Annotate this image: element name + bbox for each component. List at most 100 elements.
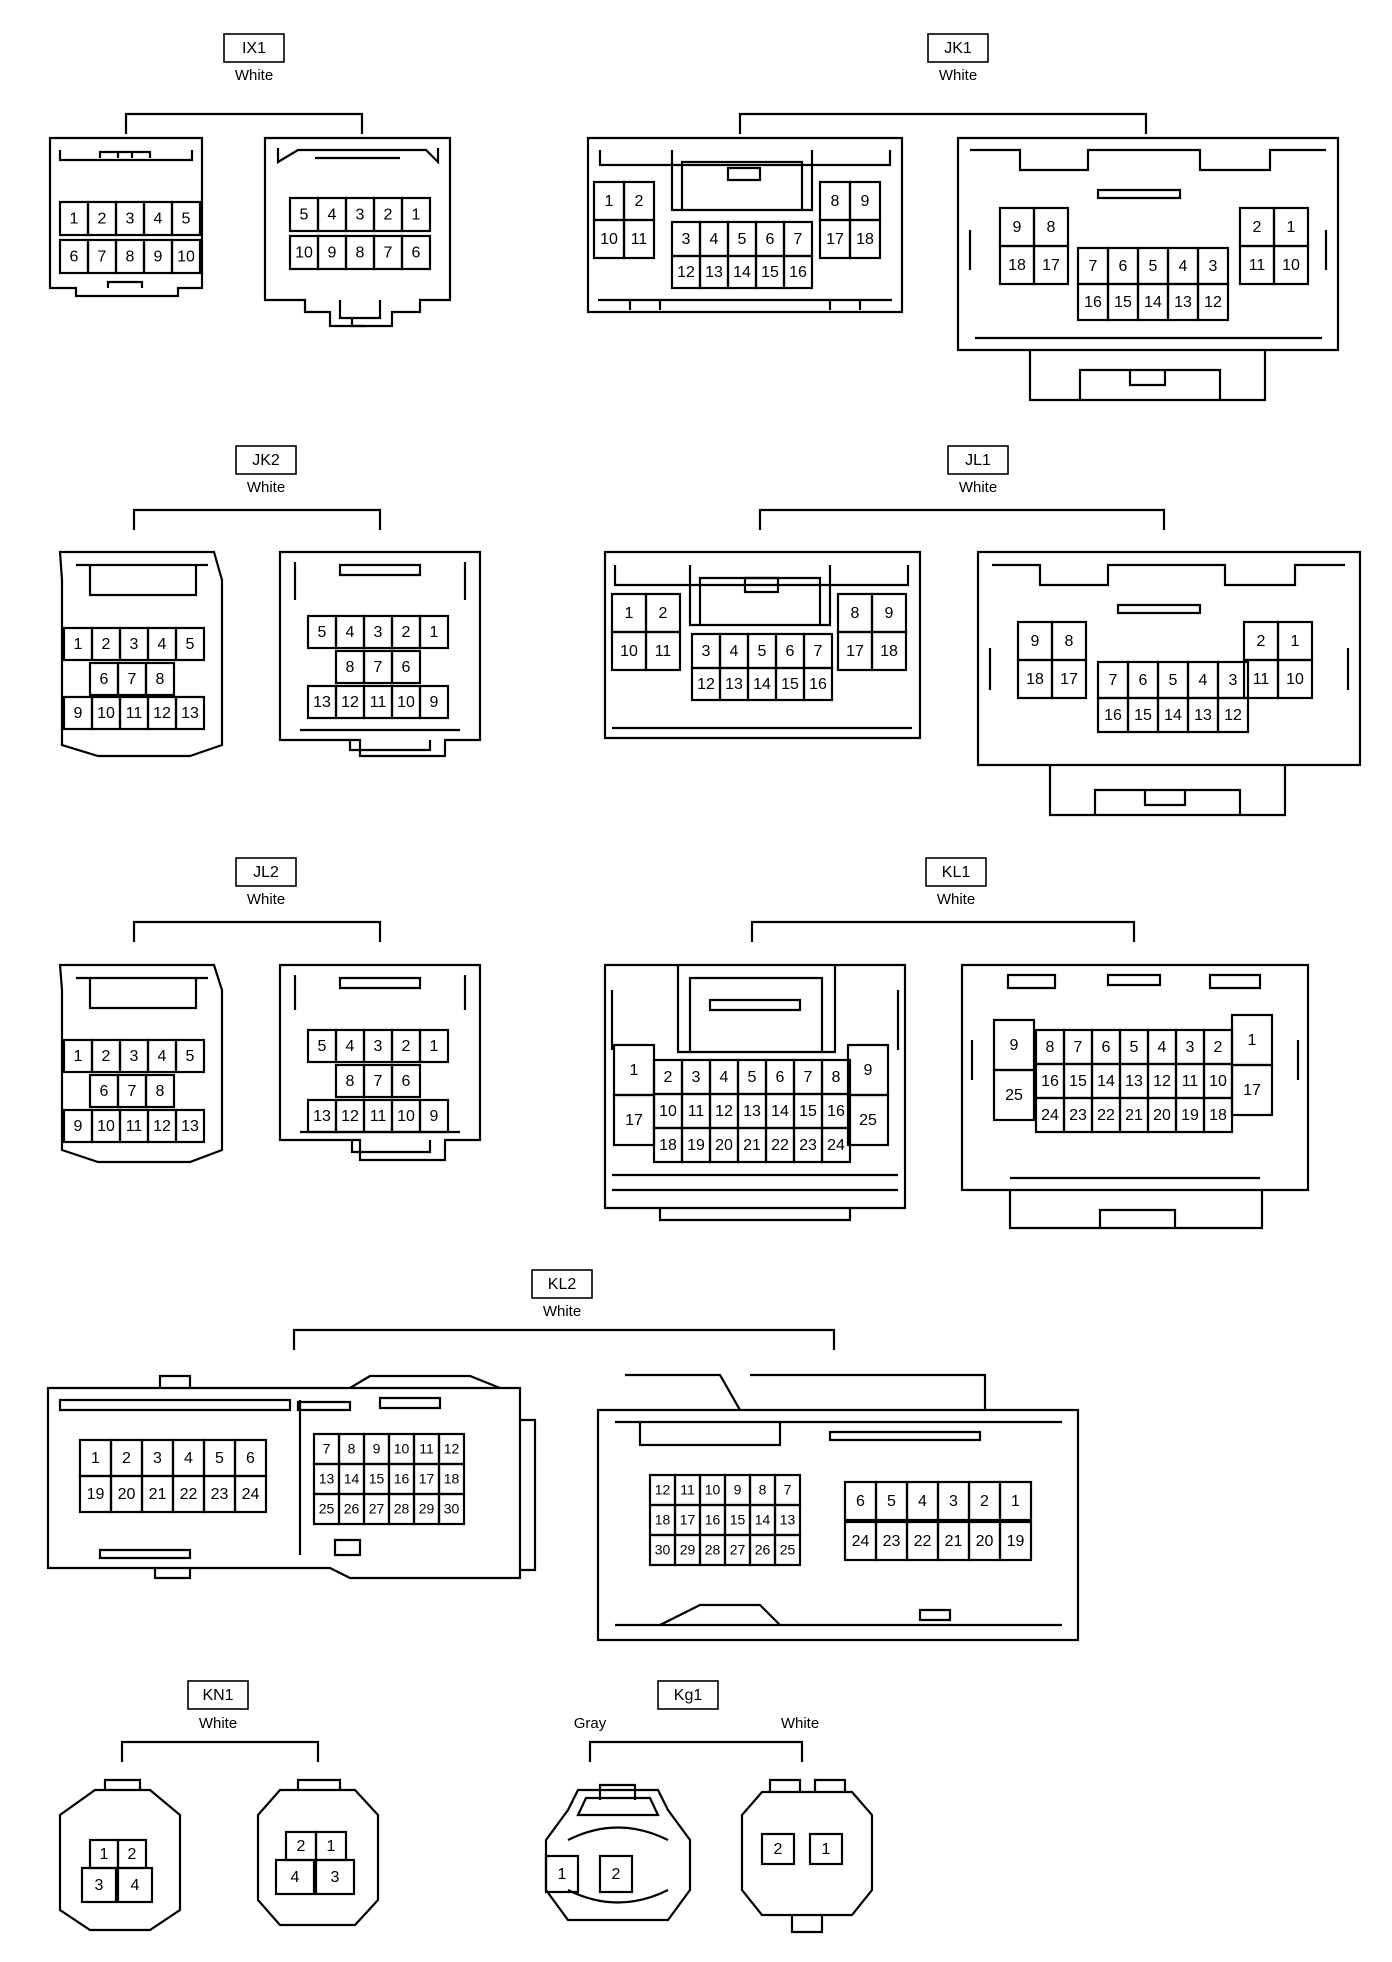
pin-number: 9 xyxy=(734,1482,742,1498)
pin-number: 10 xyxy=(295,245,313,262)
pin-number: 11 xyxy=(631,231,648,248)
pin-cell xyxy=(170,200,202,237)
pin-number: 6 xyxy=(402,659,411,676)
pin-number: 7 xyxy=(794,231,803,248)
pin-number: 17 xyxy=(1060,671,1078,688)
pin-number: 9 xyxy=(861,193,870,210)
pin-number: 9 xyxy=(430,1108,439,1125)
pin-number: 10 xyxy=(1282,257,1300,274)
connector-tag-box xyxy=(235,857,297,887)
pin-cell xyxy=(418,1028,450,1064)
pin-cell xyxy=(144,661,176,697)
pin-number: 13 xyxy=(313,694,331,711)
pin-number: 17 xyxy=(1042,257,1060,274)
pin-number: 16 xyxy=(827,1103,845,1120)
pin-number: 17 xyxy=(846,643,864,660)
pin-cell xyxy=(274,1858,316,1896)
pin-number: 9 xyxy=(430,694,439,711)
pin-cell xyxy=(144,1073,176,1109)
pin-number: 9 xyxy=(328,245,337,262)
connector-tag-box xyxy=(925,857,987,887)
pin-number: 7 xyxy=(1109,672,1118,689)
pin-number: 12 xyxy=(153,705,171,722)
connector-id: JL1 xyxy=(965,452,991,469)
pin-cell xyxy=(998,1520,1033,1562)
pin-cell xyxy=(782,254,814,290)
pin-number: 5 xyxy=(887,1493,896,1510)
pin-number: 12 xyxy=(1224,707,1242,724)
pin-number: 4 xyxy=(918,1493,927,1510)
pin-number: 13 xyxy=(743,1103,761,1120)
pin-number: 3 xyxy=(1186,1039,1195,1056)
pin-cell xyxy=(760,1832,796,1866)
pin-number: 5 xyxy=(215,1450,224,1467)
pin-cell xyxy=(802,666,834,702)
pin-number: 1 xyxy=(630,1062,639,1079)
connector-bracket xyxy=(758,508,1166,530)
pin-number: 24 xyxy=(852,1533,870,1550)
pin-number: 19 xyxy=(1181,1107,1199,1124)
pin-number: 10 xyxy=(97,705,115,722)
pin-number: 6 xyxy=(412,245,421,262)
connector-brackets xyxy=(120,112,1166,1762)
pin-number: 12 xyxy=(655,1482,671,1498)
pin-cell xyxy=(1216,696,1250,734)
pin-number: 13 xyxy=(313,1108,331,1125)
pin-number: 6 xyxy=(786,643,795,660)
pin-number: 20 xyxy=(976,1533,994,1550)
pin-number: 9 xyxy=(1031,633,1040,650)
pin-number: 25 xyxy=(1005,1087,1023,1104)
pin-number: 4 xyxy=(730,643,739,660)
pin-number: 7 xyxy=(128,1083,137,1100)
pin-cell xyxy=(870,630,908,672)
pin-number: 11 xyxy=(1249,257,1266,274)
pin-number: 8 xyxy=(126,249,135,266)
pin-number: 2 xyxy=(635,193,644,210)
pin-number: 17 xyxy=(826,231,844,248)
pin-number: 4 xyxy=(346,1038,355,1055)
pin-number: 6 xyxy=(766,231,775,248)
pin-number: 12 xyxy=(697,676,715,693)
pin-number: 2 xyxy=(98,211,107,228)
connector-bracket xyxy=(588,1740,804,1762)
pin-number: 14 xyxy=(344,1471,360,1487)
connector-id: KN1 xyxy=(202,1687,233,1704)
pin-number: 16 xyxy=(705,1512,721,1528)
pin-cell xyxy=(418,1098,450,1134)
pin-number: 19 xyxy=(687,1137,705,1154)
pin-number: 30 xyxy=(655,1542,671,1558)
pin-number: 4 xyxy=(158,1048,167,1065)
pin-number: 5 xyxy=(1149,258,1158,275)
pin-number: 5 xyxy=(748,1069,757,1086)
pin-number: 29 xyxy=(680,1542,696,1558)
pin-number: 14 xyxy=(1097,1073,1115,1090)
pin-cell xyxy=(314,1858,356,1896)
pin-number: 17 xyxy=(625,1112,643,1129)
pin-number: 28 xyxy=(394,1501,410,1517)
pin-number: 1 xyxy=(70,211,79,228)
pin-number: 20 xyxy=(1153,1107,1171,1124)
pin-cell xyxy=(1272,244,1310,286)
pin-number: 4 xyxy=(154,211,163,228)
connector-tag-box xyxy=(235,445,297,475)
pin-number: 3 xyxy=(331,1869,340,1886)
pin-cell xyxy=(174,1108,206,1144)
pin-number: 8 xyxy=(851,605,860,622)
pin-number: 2 xyxy=(980,1493,989,1510)
pin-number: 2 xyxy=(402,624,411,641)
pin-number: 10 xyxy=(397,1108,415,1125)
pin-number: 4 xyxy=(131,1877,140,1894)
pin-number: 11 xyxy=(688,1103,705,1120)
pin-number: 4 xyxy=(184,1450,193,1467)
pin-number: 2 xyxy=(102,636,111,653)
pin-number: 1 xyxy=(91,1450,100,1467)
pin-number: 1 xyxy=(430,624,439,641)
pin-number: 3 xyxy=(949,1493,958,1510)
pin-number: 1 xyxy=(1248,1032,1257,1049)
pin-number: 11 xyxy=(126,705,143,722)
pin-number: 11 xyxy=(370,1108,387,1125)
connector-bracket xyxy=(132,508,382,530)
pin-number: 4 xyxy=(720,1069,729,1086)
pin-number: 7 xyxy=(323,1441,331,1457)
